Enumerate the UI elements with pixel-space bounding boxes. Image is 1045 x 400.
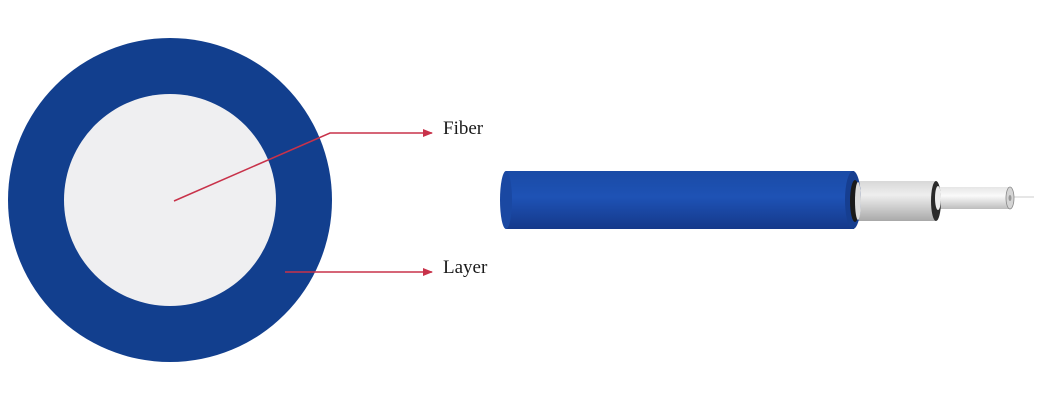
fiber-tip [1008, 195, 1012, 201]
cable-side-view [500, 171, 1034, 229]
fiber-core [64, 94, 276, 306]
layer-label: Layer [443, 257, 488, 278]
middle-layer-start [855, 182, 861, 220]
fiber-label: Fiber [443, 118, 484, 139]
blue-jacket [506, 171, 854, 229]
cross-section [8, 38, 332, 362]
middle-layer-hole [935, 186, 941, 210]
fiber-leader-line [173, 129, 433, 202]
middle-layer [858, 181, 936, 221]
inner-buffer [938, 187, 1010, 209]
jacket-back-end [500, 171, 512, 229]
